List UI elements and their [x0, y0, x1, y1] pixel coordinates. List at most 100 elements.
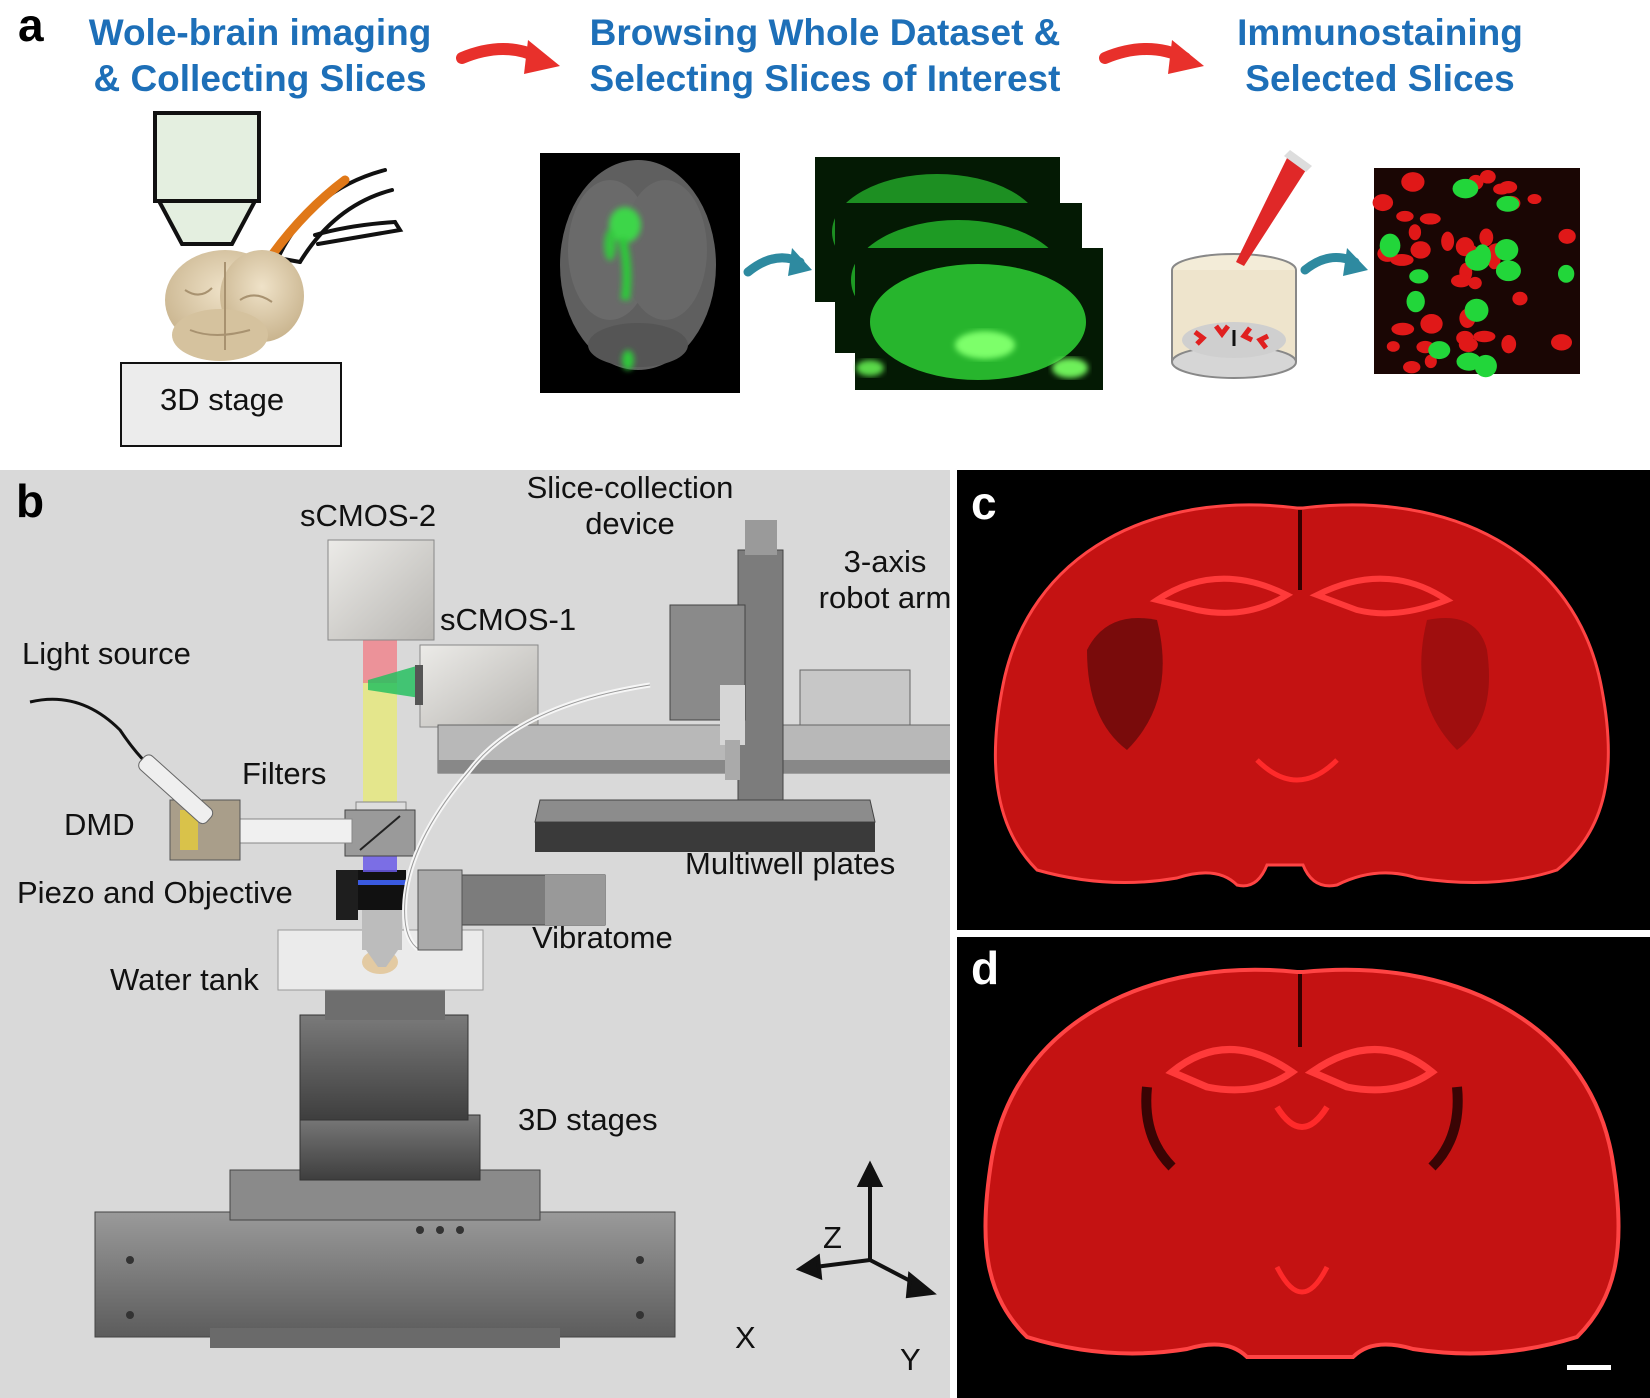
green-cell: [1495, 260, 1521, 282]
brain-model: [165, 250, 304, 361]
green-cell: [1409, 269, 1429, 284]
red-cell: [1410, 241, 1431, 259]
label-scmos1: sCMOS-1: [440, 602, 577, 637]
robot-arm: [437, 520, 950, 831]
slice-stack: [815, 157, 1103, 390]
green-cell: [1474, 354, 1497, 378]
pipette-drawing: [267, 168, 404, 264]
red-cell: [1479, 228, 1494, 247]
red-cell: [1468, 276, 1482, 290]
red-cell: [1424, 354, 1437, 369]
scmos1-camera: [415, 644, 539, 728]
green-cell: [1406, 290, 1425, 313]
flow-arrow-1-head: [524, 40, 560, 74]
panel-a-letter: a: [18, 0, 44, 51]
vibratome: [417, 869, 606, 951]
red-cell: [1403, 360, 1421, 374]
objective-piezo: [336, 870, 406, 967]
stage-box: [120, 362, 342, 447]
stage-label: 3D stage: [160, 382, 285, 417]
red-cell: [1386, 341, 1400, 352]
immunostain-image: [1372, 168, 1580, 378]
label-water-tank: Water tank: [110, 962, 259, 997]
label-slice-collection: Slice-collection device: [510, 470, 750, 541]
red-cell: [1450, 274, 1472, 288]
axis-x-label: X: [735, 1320, 756, 1355]
red-cell: [1372, 194, 1394, 212]
panel-d: d: [957, 937, 1650, 1398]
scmos2-camera: [327, 539, 435, 641]
step-2-line1: Browsing Whole Dataset &: [589, 12, 1061, 53]
label-piezo-objective: Piezo and Objective: [17, 875, 293, 910]
light-source-head: [138, 754, 214, 825]
red-cell: [1493, 183, 1510, 195]
red-cell: [1473, 330, 1496, 343]
teal-arrow-1-head: [788, 248, 812, 276]
flow-arrow-2-head: [1168, 40, 1204, 74]
step-3-line2: Selected Slices: [1245, 58, 1515, 99]
label-filters: Filters: [242, 756, 327, 791]
brain-dataset-image: [540, 153, 740, 393]
label-slice-collection-l2: device: [585, 505, 675, 541]
panel-d-letter: d: [971, 942, 1000, 994]
axis-y-label: Y: [900, 1342, 921, 1377]
red-cell: [1391, 322, 1415, 336]
green-cell: [1428, 341, 1451, 360]
green-cell: [1494, 239, 1519, 261]
step-2-title: Browsing Whole Dataset & Selecting Slice…: [560, 10, 1090, 102]
petri-dish: [1171, 150, 1312, 379]
step-3-title: Immunostaining Selected Slices: [1210, 10, 1550, 102]
green-cell: [1452, 178, 1479, 199]
panel-b: b sCMOS-2 Slice-collection device 3-axis…: [0, 470, 951, 1398]
green-cell: [1465, 249, 1490, 271]
step-1-line2: & Collecting Slices: [93, 58, 427, 99]
red-cell: [1441, 231, 1455, 251]
label-dmd: DMD: [64, 807, 135, 842]
filter-cube: [344, 801, 416, 857]
label-3d-stages: 3D stages: [518, 1102, 658, 1137]
red-cell: [1512, 291, 1528, 306]
green-beam: [368, 665, 420, 698]
label-robot-arm-l1: 3-axis: [843, 544, 927, 579]
red-cell: [1408, 224, 1422, 241]
step-2-line2: Selecting Slices of Interest: [589, 58, 1061, 99]
label-scmos2: sCMOS-2: [300, 498, 437, 533]
coronal-section-c: [993, 503, 1610, 888]
label-light-source: Light source: [22, 636, 191, 671]
red-cell: [1501, 335, 1517, 354]
red-cell: [1527, 194, 1542, 205]
green-cell: [1496, 196, 1520, 212]
red-cell: [1551, 334, 1573, 351]
red-cell: [1479, 169, 1496, 184]
multiwell-plate: [534, 799, 876, 852]
teal-arrow-2-head: [1343, 248, 1368, 276]
green-cell: [1557, 264, 1575, 283]
stage-assembly: [94, 990, 676, 1348]
panel-c-letter: c: [971, 477, 997, 529]
label-robot-arm-l2: robot arm: [818, 579, 952, 615]
panel-c: c: [957, 470, 1650, 930]
label-robot-arm: 3-axis robot arm: [810, 544, 960, 615]
coronal-section-d: [983, 967, 1621, 1359]
red-cell: [1396, 210, 1414, 222]
scale-bar: [1567, 1365, 1611, 1370]
label-multiwell: Multiwell plates: [685, 846, 896, 881]
red-cell: [1419, 213, 1441, 225]
objective-drawing: [153, 111, 261, 246]
green-cell: [1464, 298, 1489, 322]
red-cell: [1455, 237, 1475, 257]
yellow-beam: [363, 680, 397, 810]
panel-b-letter: b: [16, 475, 45, 527]
red-cell: [1420, 313, 1443, 334]
red-cell: [1558, 228, 1576, 244]
label-slice-collection-l1: Slice-collection: [526, 470, 734, 505]
label-vibratome: Vibratome: [532, 920, 673, 955]
step-1-line1: Wole-brain imaging: [88, 12, 432, 53]
instrument-drawing: [29, 520, 950, 1348]
panel-a-graphics: [120, 40, 1580, 447]
axis-triad: [795, 1160, 937, 1299]
green-cell: [1379, 233, 1401, 258]
axis-z-label: Z: [823, 1220, 842, 1255]
red-cell: [1458, 337, 1478, 353]
red-cell: [1404, 174, 1418, 185]
